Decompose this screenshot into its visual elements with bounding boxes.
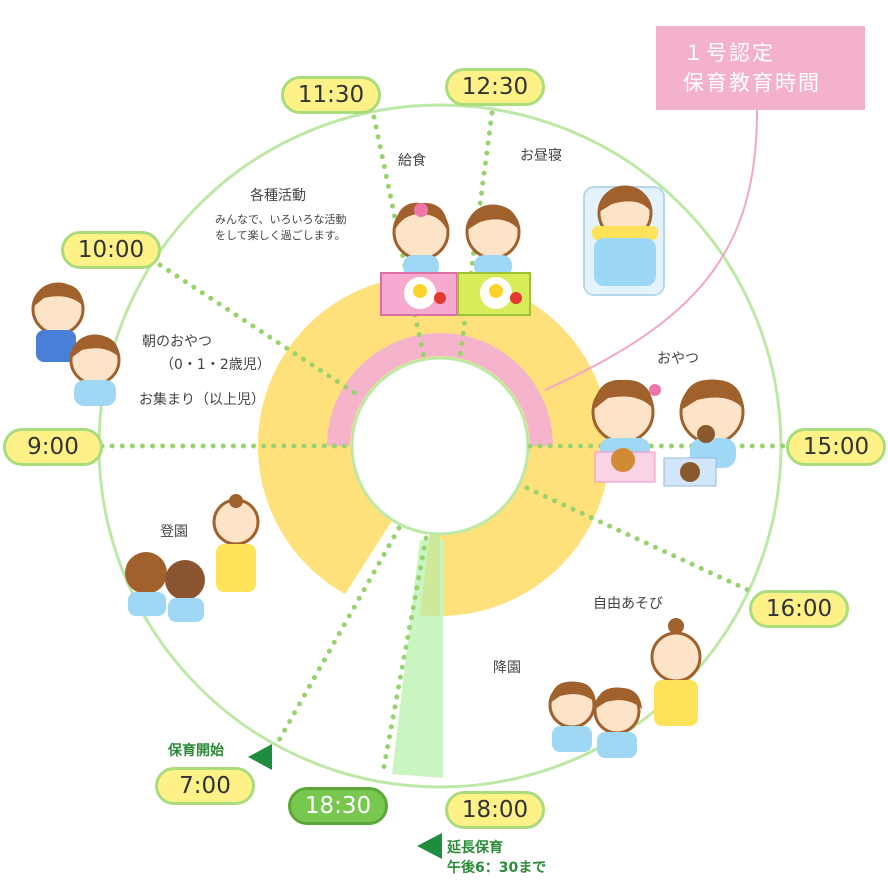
arrival-illustration [125, 494, 260, 622]
time-pill-1500: 15:00 [786, 428, 886, 466]
child-body-arrival-1 [128, 592, 166, 616]
lunch-egg-green [489, 284, 503, 298]
label-activities-desc-1: みんなで、いろいろな活動 [215, 213, 347, 226]
label-snack: おやつ [657, 351, 699, 367]
lunch-tomato-pink [434, 292, 446, 304]
certification-badge: １号認定 保育教育時間 [656, 26, 865, 110]
teacher-bun-arrival [229, 494, 243, 508]
time-pill-1830: 18:30 [288, 787, 388, 825]
cookie-icon [680, 462, 700, 482]
label-departure: 降園 [493, 660, 521, 676]
teacher-bun-departure [668, 618, 684, 634]
snack-children-illustration [591, 379, 745, 487]
teacher-apron-departure [654, 680, 698, 726]
lunch-children-illustration [380, 202, 531, 316]
blanket-yellow [592, 226, 658, 240]
spoke-1830 [380, 535, 429, 775]
spoke-1000 [157, 262, 361, 398]
nap-child-illustration [583, 185, 665, 296]
girl-body-morning [74, 380, 116, 406]
child-head-arrival-2 [165, 560, 205, 600]
label-extended-until: 午後6：30まで [447, 860, 547, 876]
spoke-1600 [524, 485, 751, 593]
snack-hair-bow-icon [649, 384, 661, 396]
start-arrow-icon [248, 744, 272, 770]
extension-arrow-icon [417, 833, 442, 859]
label-morning-snack: 朝のおやつ [142, 334, 212, 350]
teacher-apron-arrival [216, 544, 256, 592]
label-morning-snack-age: （0・1・2歳児） [160, 357, 271, 373]
label-gathering: お集まり（以上児） [139, 392, 265, 408]
badge-callout-line [544, 109, 758, 391]
label-extended-care: 延長保育 [447, 840, 503, 856]
child-body-departure-1 [552, 726, 592, 752]
napping-hair [599, 187, 651, 212]
child-head-arrival-1 [125, 552, 167, 594]
time-pill-0700: 7:00 [155, 767, 255, 805]
time-pill-1600: 16:00 [749, 590, 849, 628]
badge-line-2: 保育教育時間 [683, 71, 821, 95]
spoke-0700 [275, 525, 402, 745]
child-hair-departure-2 [595, 687, 642, 709]
time-pill-1130: 11:30 [281, 76, 381, 114]
departure-illustration [548, 618, 702, 758]
time-pill-1000: 10:00 [61, 231, 161, 269]
girl-body-lunch [403, 255, 439, 277]
inner-circle [350, 356, 530, 536]
morning-children-illustration [31, 282, 121, 406]
boy-body-lunch [474, 255, 512, 277]
muffin-icon [611, 448, 635, 472]
boy-body-morning [36, 330, 76, 362]
girl-hair-lunch [394, 202, 448, 232]
time-pill-1800: 18:00 [445, 791, 545, 829]
teacher-head-departure [650, 631, 702, 683]
label-activities-desc-2: をして楽しく過ごします。 [215, 229, 346, 242]
education-hours-ring [327, 333, 553, 446]
lunch-egg-pink [413, 284, 427, 298]
lunch-tomato-green [510, 292, 522, 304]
cookie-icon-2 [697, 425, 715, 443]
boy-hair-lunch [467, 205, 519, 230]
child-body-departure-2 [597, 732, 637, 758]
badge-line-1: １号認定 [683, 41, 775, 65]
blanket-blue [594, 238, 656, 286]
time-pill-1230: 12:30 [445, 68, 545, 106]
child-hair-departure-1 [550, 681, 596, 703]
girl-hair-morning [71, 335, 120, 358]
label-activities-title: 各種活動 [250, 188, 306, 204]
girl-hair-snack [593, 379, 654, 410]
label-nap: お昼寝 [520, 148, 562, 164]
label-care-start: 保育開始 [168, 743, 224, 759]
boy-hair-snack [681, 379, 744, 410]
label-arrival: 登園 [160, 524, 188, 540]
label-free-play: 自由あそび [593, 596, 663, 612]
label-lunch: 給食 [398, 153, 426, 169]
boy-hair-morning [33, 283, 84, 307]
child-body-arrival-2 [168, 598, 204, 622]
hair-bow-icon [414, 203, 428, 217]
time-pill-0900: 9:00 [3, 428, 103, 466]
